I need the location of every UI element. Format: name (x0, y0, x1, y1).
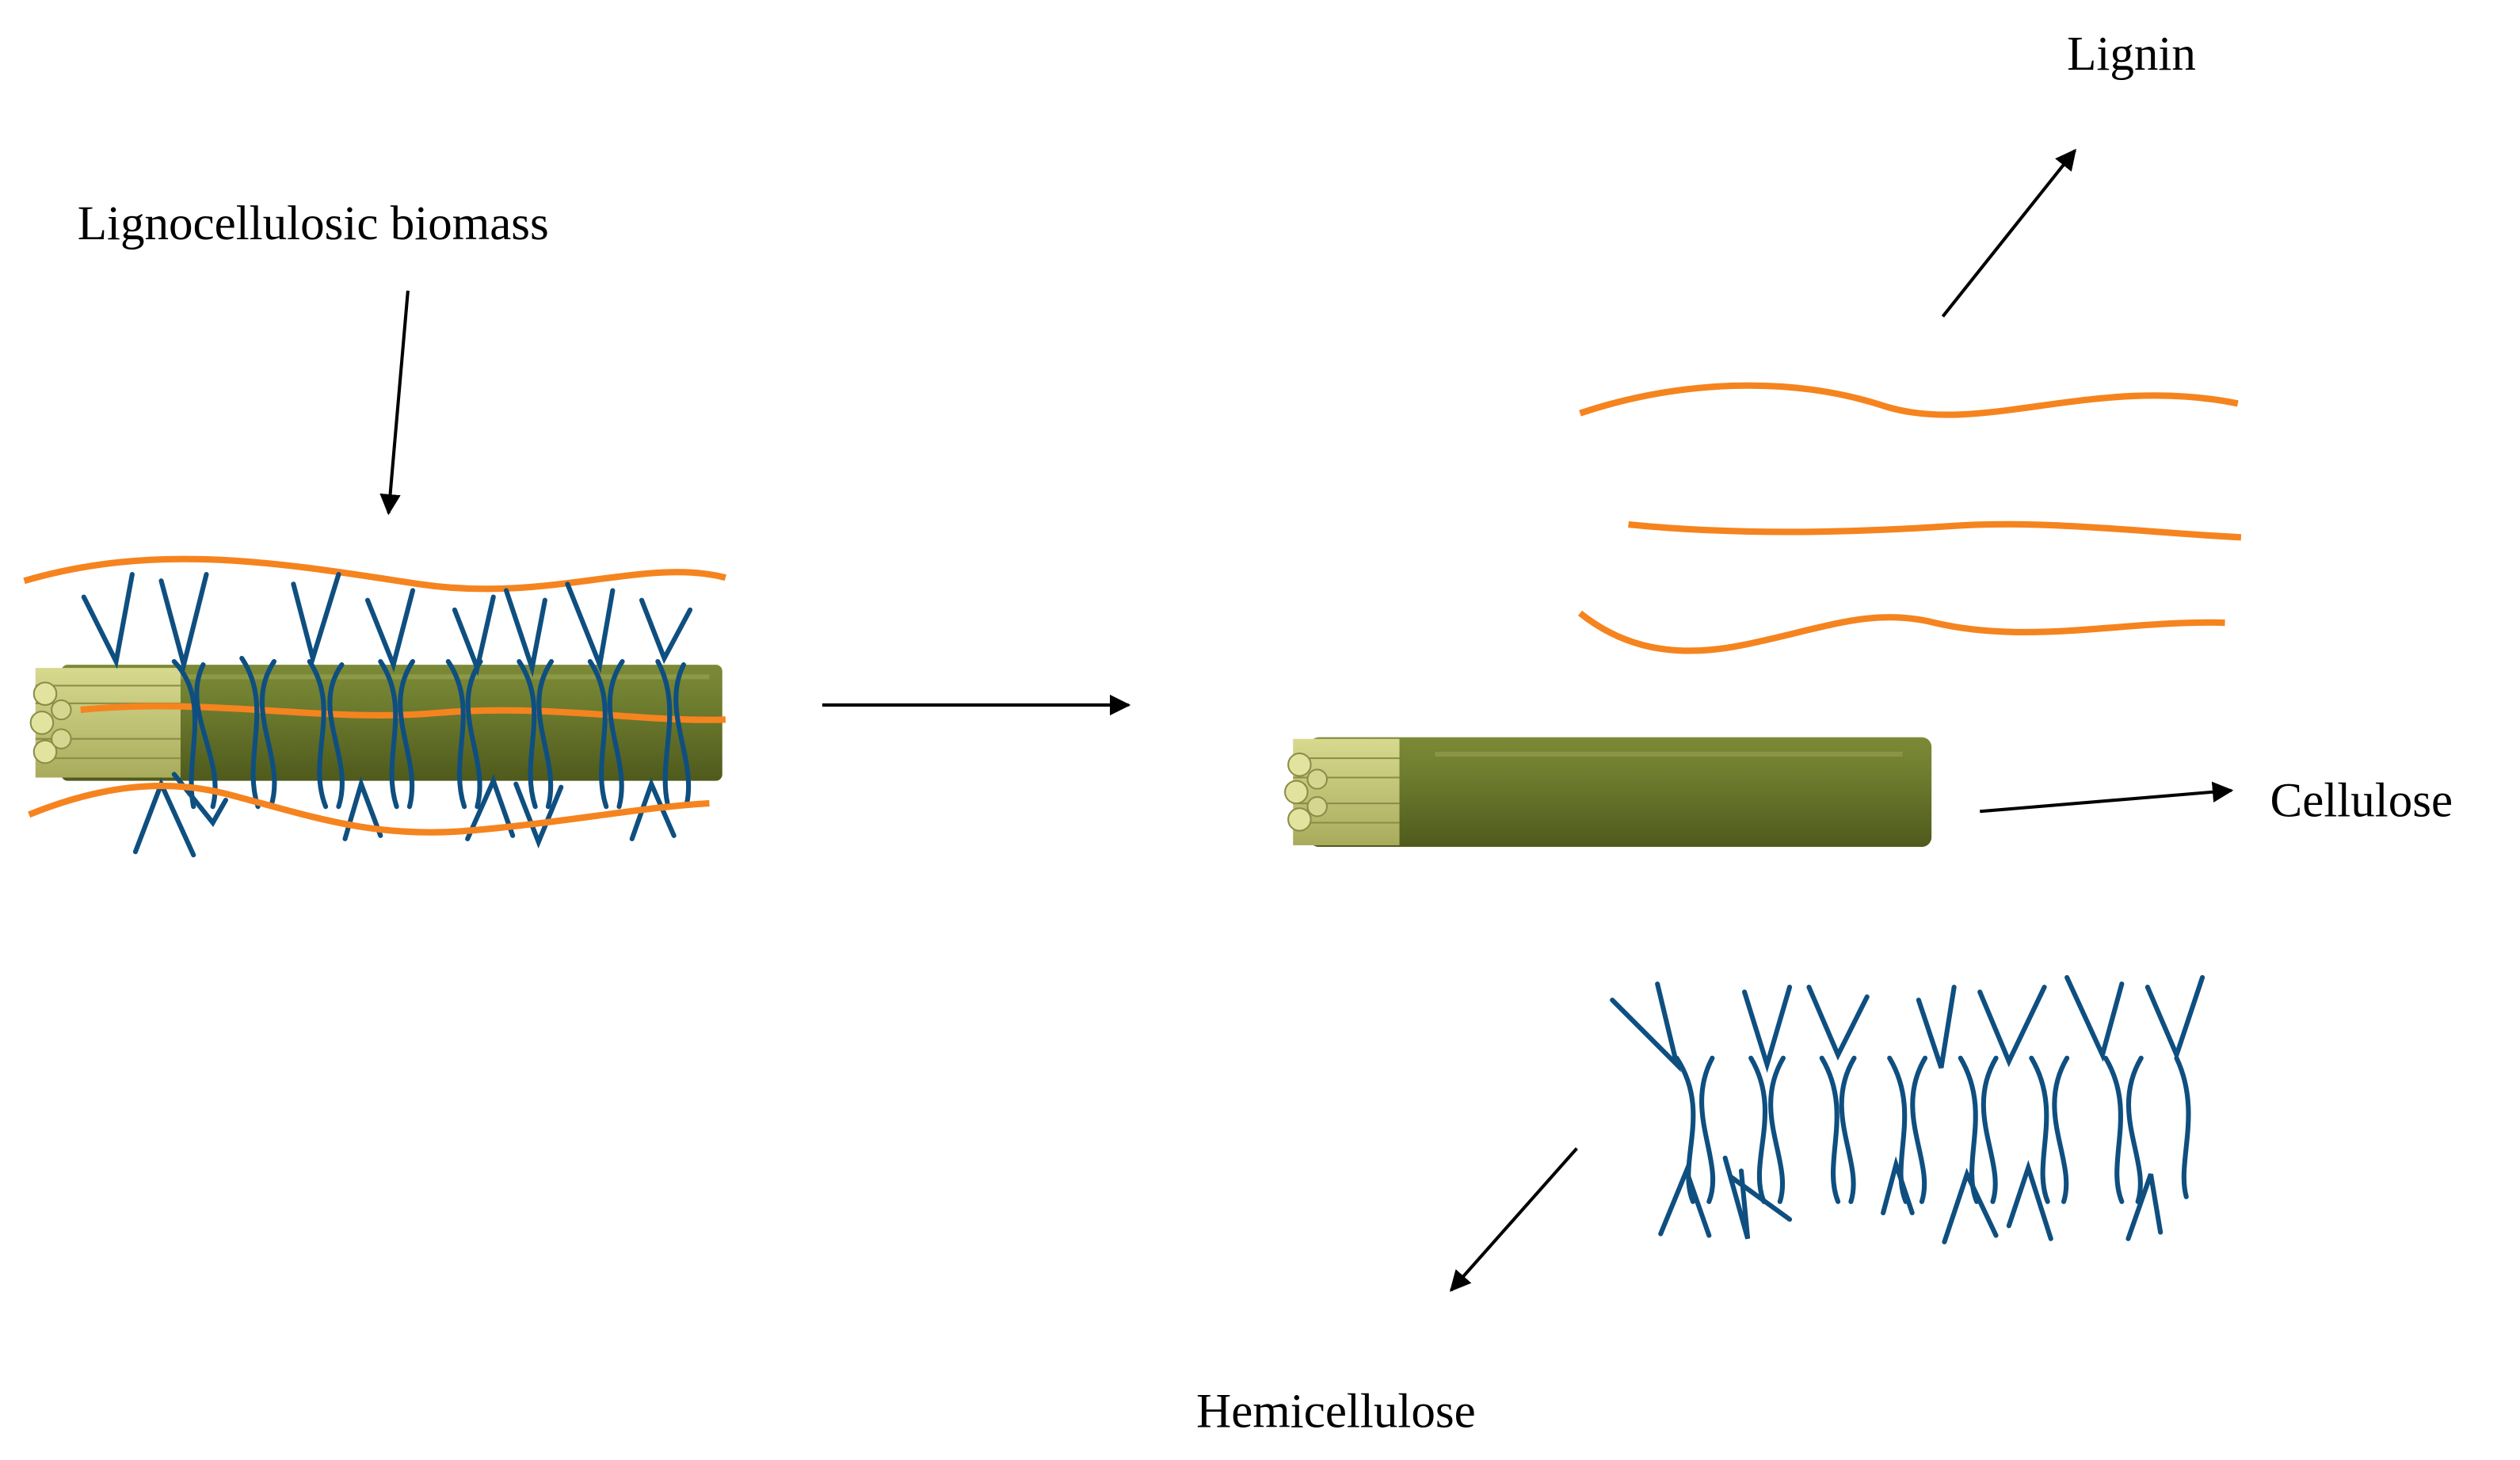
hemicellulose-network (1610, 974, 2205, 1245)
label-lignin: Lignin (2067, 28, 2196, 81)
lignin-strand-top (23, 555, 726, 593)
cellulose-rod-bundle (29, 665, 722, 781)
label-hemicellulose: Hemicellulose (1196, 1386, 1476, 1439)
cellulose-pointer-arrow (1980, 781, 2234, 814)
lignin-strand-bottom (28, 782, 710, 836)
label-biomass: Lignocellulosic biomass (78, 197, 549, 250)
biomass-pointer-arrow (379, 290, 410, 516)
lignin-strand (1628, 520, 2242, 541)
hemicellulose-pointer-arrow (1449, 1147, 1578, 1292)
cellulose-rod (1284, 737, 1932, 848)
lignin-pointer-arrow (1941, 148, 2076, 318)
lignin-strand (1579, 382, 2239, 418)
lignin-strand (1577, 610, 2225, 654)
lignin-strands (1577, 382, 2242, 654)
biomass-bundle (23, 555, 726, 858)
label-cellulose: Cellulose (2270, 774, 2453, 827)
